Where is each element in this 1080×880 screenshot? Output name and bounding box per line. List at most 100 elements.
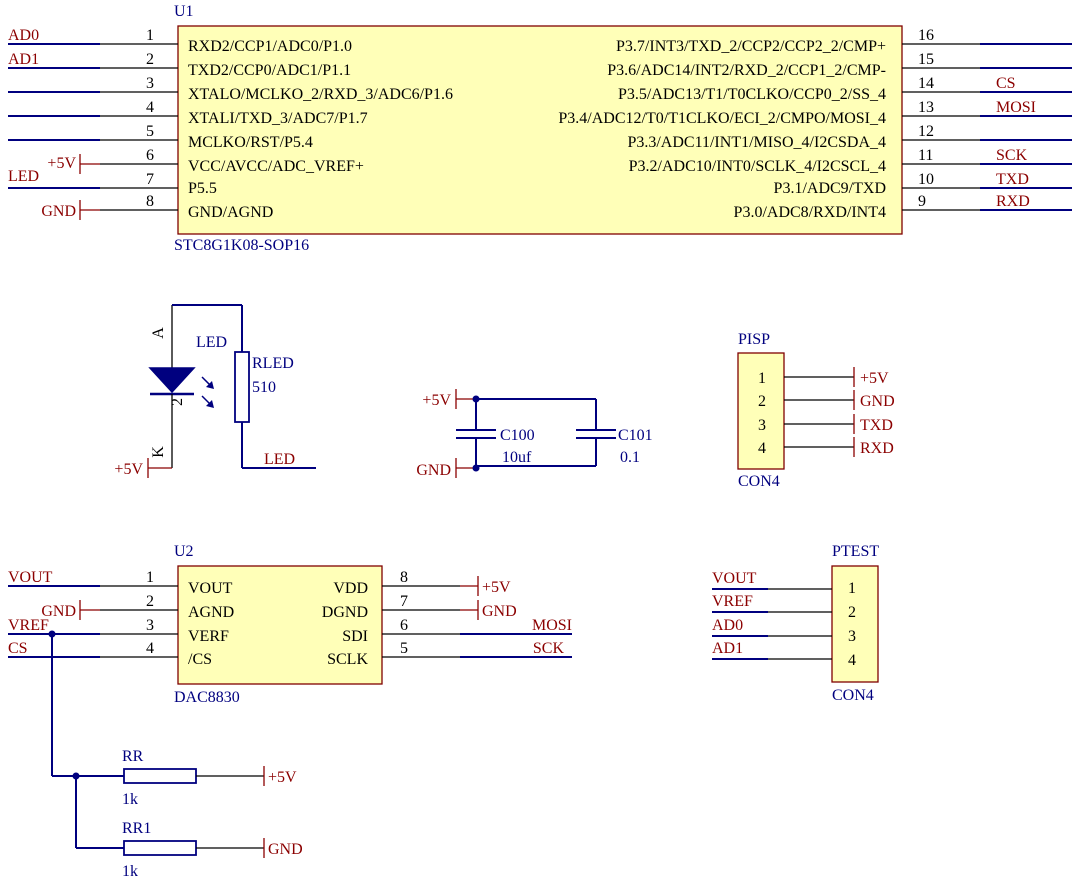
svg-text:1: 1 — [758, 370, 766, 387]
svg-text:P3.5/ADC13/T1/T0CLKO/CCP0_2/SS: P3.5/ADC13/T1/T0CLKO/CCP0_2/SS_4 — [618, 86, 886, 103]
u2-dgnd-label: GND — [482, 603, 517, 620]
u1-right-wires: CS MOSI SCK TXD RXD — [980, 43, 1072, 211]
u1-right-pin-11: 11 P3.2/ADC10/INT0/SCLK_4/I2CSCL_4 — [629, 147, 980, 175]
svg-text:P3.6/ADC14/INT2/RXD_2/CCP1_2/C: P3.6/ADC14/INT2/RXD_2/CCP1_2/CMP- — [607, 62, 886, 79]
svg-text:3: 3 — [848, 628, 856, 645]
svg-text:VOUT: VOUT — [188, 580, 233, 597]
net-ad1-label: AD1 — [8, 51, 39, 68]
svg-text:P3.4/ADC12/T0/T1CLKO/ECI_2/CMP: P3.4/ADC12/T0/T1CLKO/ECI_2/CMPO/MOSI_4 — [558, 110, 886, 127]
rr1-body — [123, 840, 197, 856]
svg-text:8: 8 — [400, 569, 408, 586]
capacitor-c100[interactable]: C100 10uf — [456, 427, 535, 466]
u2-left-wires: VOUT GND VREF CS — [8, 569, 124, 849]
svg-text:VCC/AVCC/ADC_VREF+: VCC/AVCC/ADC_VREF+ — [188, 158, 364, 175]
svg-text:P5.5: P5.5 — [188, 180, 217, 197]
svg-text:11: 11 — [918, 147, 933, 164]
rled-body — [234, 351, 250, 423]
svg-text:TXD: TXD — [860, 417, 893, 434]
pisp-designator: PISP — [738, 331, 770, 348]
resistor-rr[interactable]: RR 1k +5V — [122, 748, 297, 808]
net-ad0-label: AD0 — [8, 27, 39, 44]
u1-part-name: STC8G1K08-SOP16 — [174, 237, 309, 254]
u2-right-pin-8: 8 VDD — [333, 569, 460, 597]
capacitor-c101[interactable]: C101 0.1 — [576, 427, 653, 466]
svg-text:14: 14 — [918, 75, 934, 92]
cap-ground-label: GND — [416, 462, 451, 479]
svg-text:SDI: SDI — [342, 628, 368, 645]
pisp-pin-1: 1 +5V — [758, 367, 889, 387]
u1-body — [177, 25, 903, 235]
cap-power-label: +5V — [422, 392, 451, 409]
u2-ground-label: GND — [41, 603, 76, 620]
svg-text:12: 12 — [918, 123, 934, 140]
ptest-connector[interactable]: PTEST CON4 1 VOUT 2 VREF 3 AD0 4 AD1 — [712, 543, 879, 704]
capacitor-network: +5V GND — [416, 389, 597, 479]
u2-net-sck-label: SCK — [533, 640, 565, 657]
svg-text:1: 1 — [146, 27, 154, 44]
rr-designator: RR — [122, 748, 144, 765]
rled-component[interactable]: RLED 510 — [234, 351, 294, 423]
ptest-pin-1: 1 VOUT — [712, 570, 856, 597]
svg-text:MCLKO/RST/P5.4: MCLKO/RST/P5.4 — [188, 134, 313, 151]
u1-component[interactable]: U1 STC8G1K08-SOP16 1 RXD2/CCP1/ADC0/P1.0… — [100, 3, 980, 254]
svg-text:15: 15 — [918, 51, 934, 68]
led-component[interactable]: A K 2 LED — [148, 305, 227, 468]
u2-component[interactable]: U2 DAC8830 1 VOUT 2 AGND 3 VERF 4 /CS 8 … — [100, 543, 460, 706]
svg-text:4: 4 — [758, 440, 766, 457]
u1-left-pin-6: 6 VCC/AVCC/ADC_VREF+ — [100, 147, 364, 175]
svg-text:P3.0/ADC8/RXD/INT4: P3.0/ADC8/RXD/INT4 — [734, 204, 886, 221]
svg-text:VDD: VDD — [333, 580, 368, 597]
led-diode-symbol — [148, 367, 196, 394]
svg-text:1: 1 — [848, 580, 856, 597]
led-power-label: +5V — [114, 461, 143, 478]
u1-left-pin-3: 3 XTALO/MCLKO_2/RXD_3/ADC6/P1.6 — [100, 75, 453, 103]
u2-right-pin-7: 7 DGND — [322, 593, 460, 621]
svg-text:2: 2 — [146, 51, 154, 68]
ground-label: GND — [41, 203, 76, 220]
u1-right-pin-15: 15 P3.6/ADC14/INT2/RXD_2/CCP1_2/CMP- — [607, 51, 980, 79]
u1-right-pin-14: 14 P3.5/ADC13/T1/T0CLKO/CCP0_2/SS_4 — [618, 75, 980, 103]
svg-text:7: 7 — [400, 593, 408, 610]
svg-text:10: 10 — [918, 171, 934, 188]
u1-left-pin-5: 5 MCLKO/RST/P5.4 — [100, 123, 313, 151]
svg-text:9: 9 — [918, 193, 926, 210]
ptest-body — [831, 565, 879, 683]
net-led-label: LED — [8, 168, 39, 185]
svg-text:GND: GND — [860, 393, 895, 410]
u1-left-pin-4: 4 XTALI/TXD_3/ADC7/P1.7 — [100, 99, 368, 127]
pisp-pin-2: 2 GND — [758, 390, 895, 410]
svg-text:3: 3 — [758, 417, 766, 434]
led-pin-k-label: K — [150, 446, 167, 458]
pisp-pin-4: 4 RXD — [758, 437, 894, 457]
pisp-part-name: CON4 — [738, 473, 780, 490]
junction-dot — [472, 395, 480, 403]
svg-text:8: 8 — [146, 193, 154, 210]
ptest-pin-3: 3 AD0 — [712, 617, 856, 645]
svg-text:6: 6 — [400, 617, 408, 634]
net-txd-label: TXD — [996, 171, 1029, 188]
net-mosi-label: MOSI — [996, 99, 1036, 116]
svg-text:4: 4 — [146, 640, 154, 657]
svg-text:AGND: AGND — [188, 604, 234, 621]
svg-text:P3.7/INT3/TXD_2/CCP2/CCP2_2/CM: P3.7/INT3/TXD_2/CCP2/CCP2_2/CMP+ — [616, 38, 886, 55]
u1-right-pin-9: 9 P3.0/ADC8/RXD/INT4 — [734, 193, 980, 221]
pisp-connector[interactable]: PISP CON4 1 +5V 2 GND 3 TXD 4 RXD — [737, 331, 895, 490]
u2-left-pin-4: 4 /CS — [100, 640, 212, 668]
svg-text:XTALI/TXD_3/ADC7/P1.7: XTALI/TXD_3/ADC7/P1.7 — [188, 110, 368, 127]
u1-left-pin-7: 7 P5.5 — [100, 171, 217, 197]
resistor-rr1[interactable]: RR1 1k GND — [122, 820, 303, 880]
rr1-value: 1k — [122, 863, 138, 880]
ptest-part-name: CON4 — [832, 687, 874, 704]
rled-designator: RLED — [252, 355, 294, 372]
u2-left-pin-2: 2 AGND — [100, 593, 234, 621]
led-pin-a-label: A — [150, 327, 167, 339]
net-rxd-label: RXD — [996, 193, 1030, 210]
svg-text:/CS: /CS — [188, 651, 212, 668]
svg-text:2: 2 — [758, 393, 766, 410]
u1-left-pin-2: 2 TXD2/CCP0/ADC1/P1.1 — [100, 51, 351, 79]
svg-text:GND/AGND: GND/AGND — [188, 204, 273, 221]
svg-text:P3.2/ADC10/INT0/SCLK_4/I2CSCL_: P3.2/ADC10/INT0/SCLK_4/I2CSCL_4 — [629, 158, 886, 175]
svg-text:3: 3 — [146, 75, 154, 92]
svg-text:5: 5 — [146, 123, 154, 140]
